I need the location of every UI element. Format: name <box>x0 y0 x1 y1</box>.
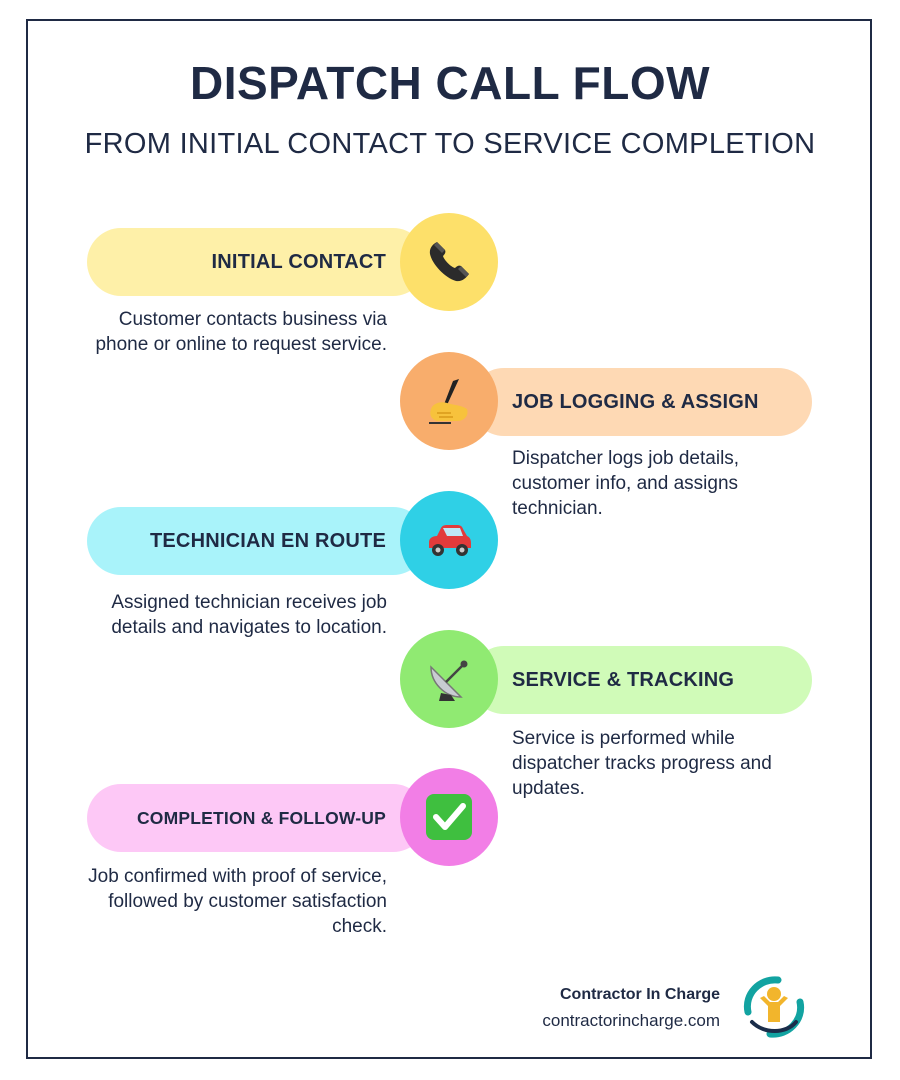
step-circle-technician-en-route <box>400 491 498 589</box>
check-mark-button-icon <box>426 794 472 840</box>
step-label: SERVICE & TRACKING <box>512 668 735 691</box>
page-title: DISPATCH CALL FLOW <box>189 57 711 109</box>
step-circle-service-tracking <box>400 630 498 728</box>
step-circle-completion <box>400 768 498 866</box>
telephone-icon <box>429 242 469 282</box>
step-description: Customer contacts business via phone or … <box>95 309 387 355</box>
step-circle-initial-contact <box>400 213 498 311</box>
infographic-frame <box>26 19 872 1059</box>
step-label: INITIAL CONTACT <box>211 250 386 273</box>
step-circle-job-logging <box>400 352 498 450</box>
step-pill-initial-contact: INITIAL CONTACT <box>87 228 427 296</box>
satellite-dish-icon <box>430 660 468 701</box>
brand-name: Contractor In Charge <box>559 986 720 1003</box>
step-description: Assigned technician receives job details… <box>111 592 387 638</box>
step-pill-job-logging: JOB LOGGING & ASSIGN <box>470 368 812 436</box>
step-label: JOB LOGGING & ASSIGN <box>512 390 759 413</box>
step-label: COMPLETION & FOLLOW-UP <box>136 807 386 828</box>
page-subtitle: FROM INITIAL CONTACT TO SERVICE COMPLETI… <box>84 128 816 160</box>
step-description: Job confirmed with proof of service, fol… <box>88 866 387 937</box>
contractor-in-charge-logo <box>743 976 805 1038</box>
step-pill-service-tracking: SERVICE & TRACKING <box>470 646 812 714</box>
car-icon <box>429 525 471 556</box>
writing-hand-icon <box>429 379 468 424</box>
step-pill-completion: COMPLETION & FOLLOW-UP <box>87 784 427 852</box>
brand-url[interactable]: contractorincharge.com <box>542 1011 720 1030</box>
step-label: TECHNICIAN EN ROUTE <box>149 529 386 552</box>
step-description: Dispatcher logs job details, customer in… <box>512 448 740 519</box>
step-description: Service is performed while dispatcher tr… <box>512 728 772 799</box>
step-pill-technician-en-route: TECHNICIAN EN ROUTE <box>87 507 427 575</box>
